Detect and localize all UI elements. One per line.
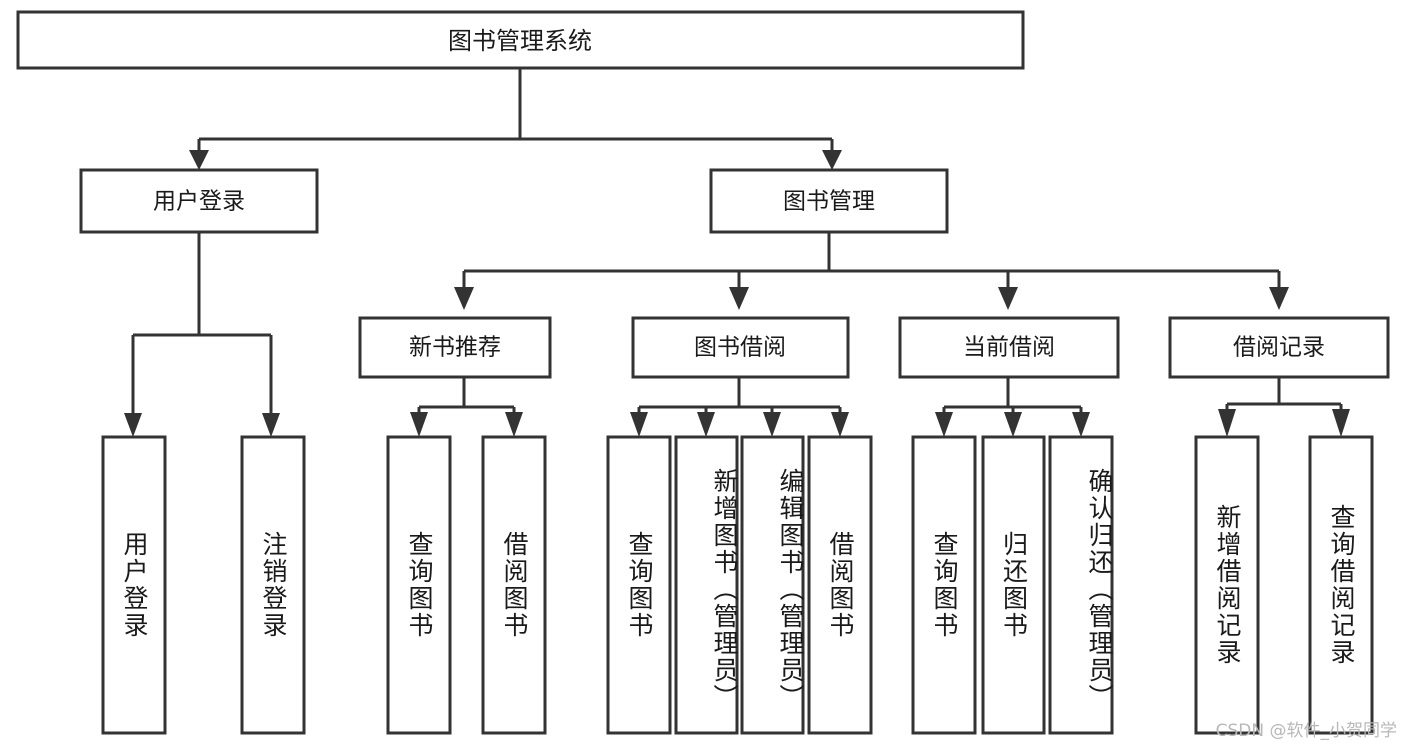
leaf-box-query-book-1[interactable] <box>386 435 452 735</box>
leaf-box-edit-book[interactable] <box>740 435 805 735</box>
connector-borrowrecord-to-leaves <box>1218 377 1350 437</box>
connector-userlogin-to-leaves <box>124 232 280 437</box>
leaf-box-borrow-book-1[interactable] <box>481 435 547 735</box>
node-current-borrow[interactable]: 当前借阅 <box>898 316 1120 379</box>
node-user-login-label: 用户登录 <box>153 189 245 215</box>
node-book-borrow[interactable]: 图书借阅 <box>631 316 850 379</box>
connector-bookborrow-to-leaves <box>630 377 849 437</box>
leaf-box-query-book-2[interactable] <box>606 435 672 735</box>
leaf-box-query-book-3[interactable] <box>911 435 977 735</box>
leaf-box-confirm-return[interactable] <box>1048 435 1114 735</box>
leaf-box-return-book[interactable] <box>981 435 1046 735</box>
node-book-management[interactable]: 图书管理 <box>709 168 949 234</box>
node-borrow-record[interactable]: 借阅记录 <box>1168 316 1390 379</box>
connector-currentborrow-to-leaves <box>935 377 1090 437</box>
leaf-box-logout[interactable] <box>240 435 306 735</box>
leaf-box-add-record[interactable] <box>1194 435 1260 735</box>
leaf-box-query-record[interactable] <box>1308 435 1374 735</box>
watermark: CSDN @软件_小贺同学 <box>1215 721 1397 741</box>
node-root[interactable]: 图书管理系统 <box>16 10 1025 70</box>
connector-root-to-level2 <box>189 68 842 170</box>
node-current-borrow-label: 当前借阅 <box>963 335 1055 361</box>
node-new-book-recommend[interactable]: 新书推荐 <box>358 316 552 379</box>
connector-bookmgmt-to-level3 <box>454 232 1289 310</box>
node-borrow-record-label: 借阅记录 <box>1233 335 1325 361</box>
node-book-borrow-label: 图书借阅 <box>694 335 786 361</box>
leaf-box-add-book[interactable] <box>674 435 739 735</box>
node-new-book-recommend-label: 新书推荐 <box>409 335 501 361</box>
connector-newbook-to-leaves <box>410 377 523 437</box>
leaf-box-user-login[interactable] <box>101 435 167 735</box>
leaf-box-borrow-book-2[interactable] <box>807 435 873 735</box>
node-user-login[interactable]: 用户登录 <box>79 168 319 234</box>
leaf-boxes <box>101 435 1374 735</box>
node-root-label: 图书管理系统 <box>448 27 592 55</box>
node-book-management-label: 图书管理 <box>783 189 875 215</box>
